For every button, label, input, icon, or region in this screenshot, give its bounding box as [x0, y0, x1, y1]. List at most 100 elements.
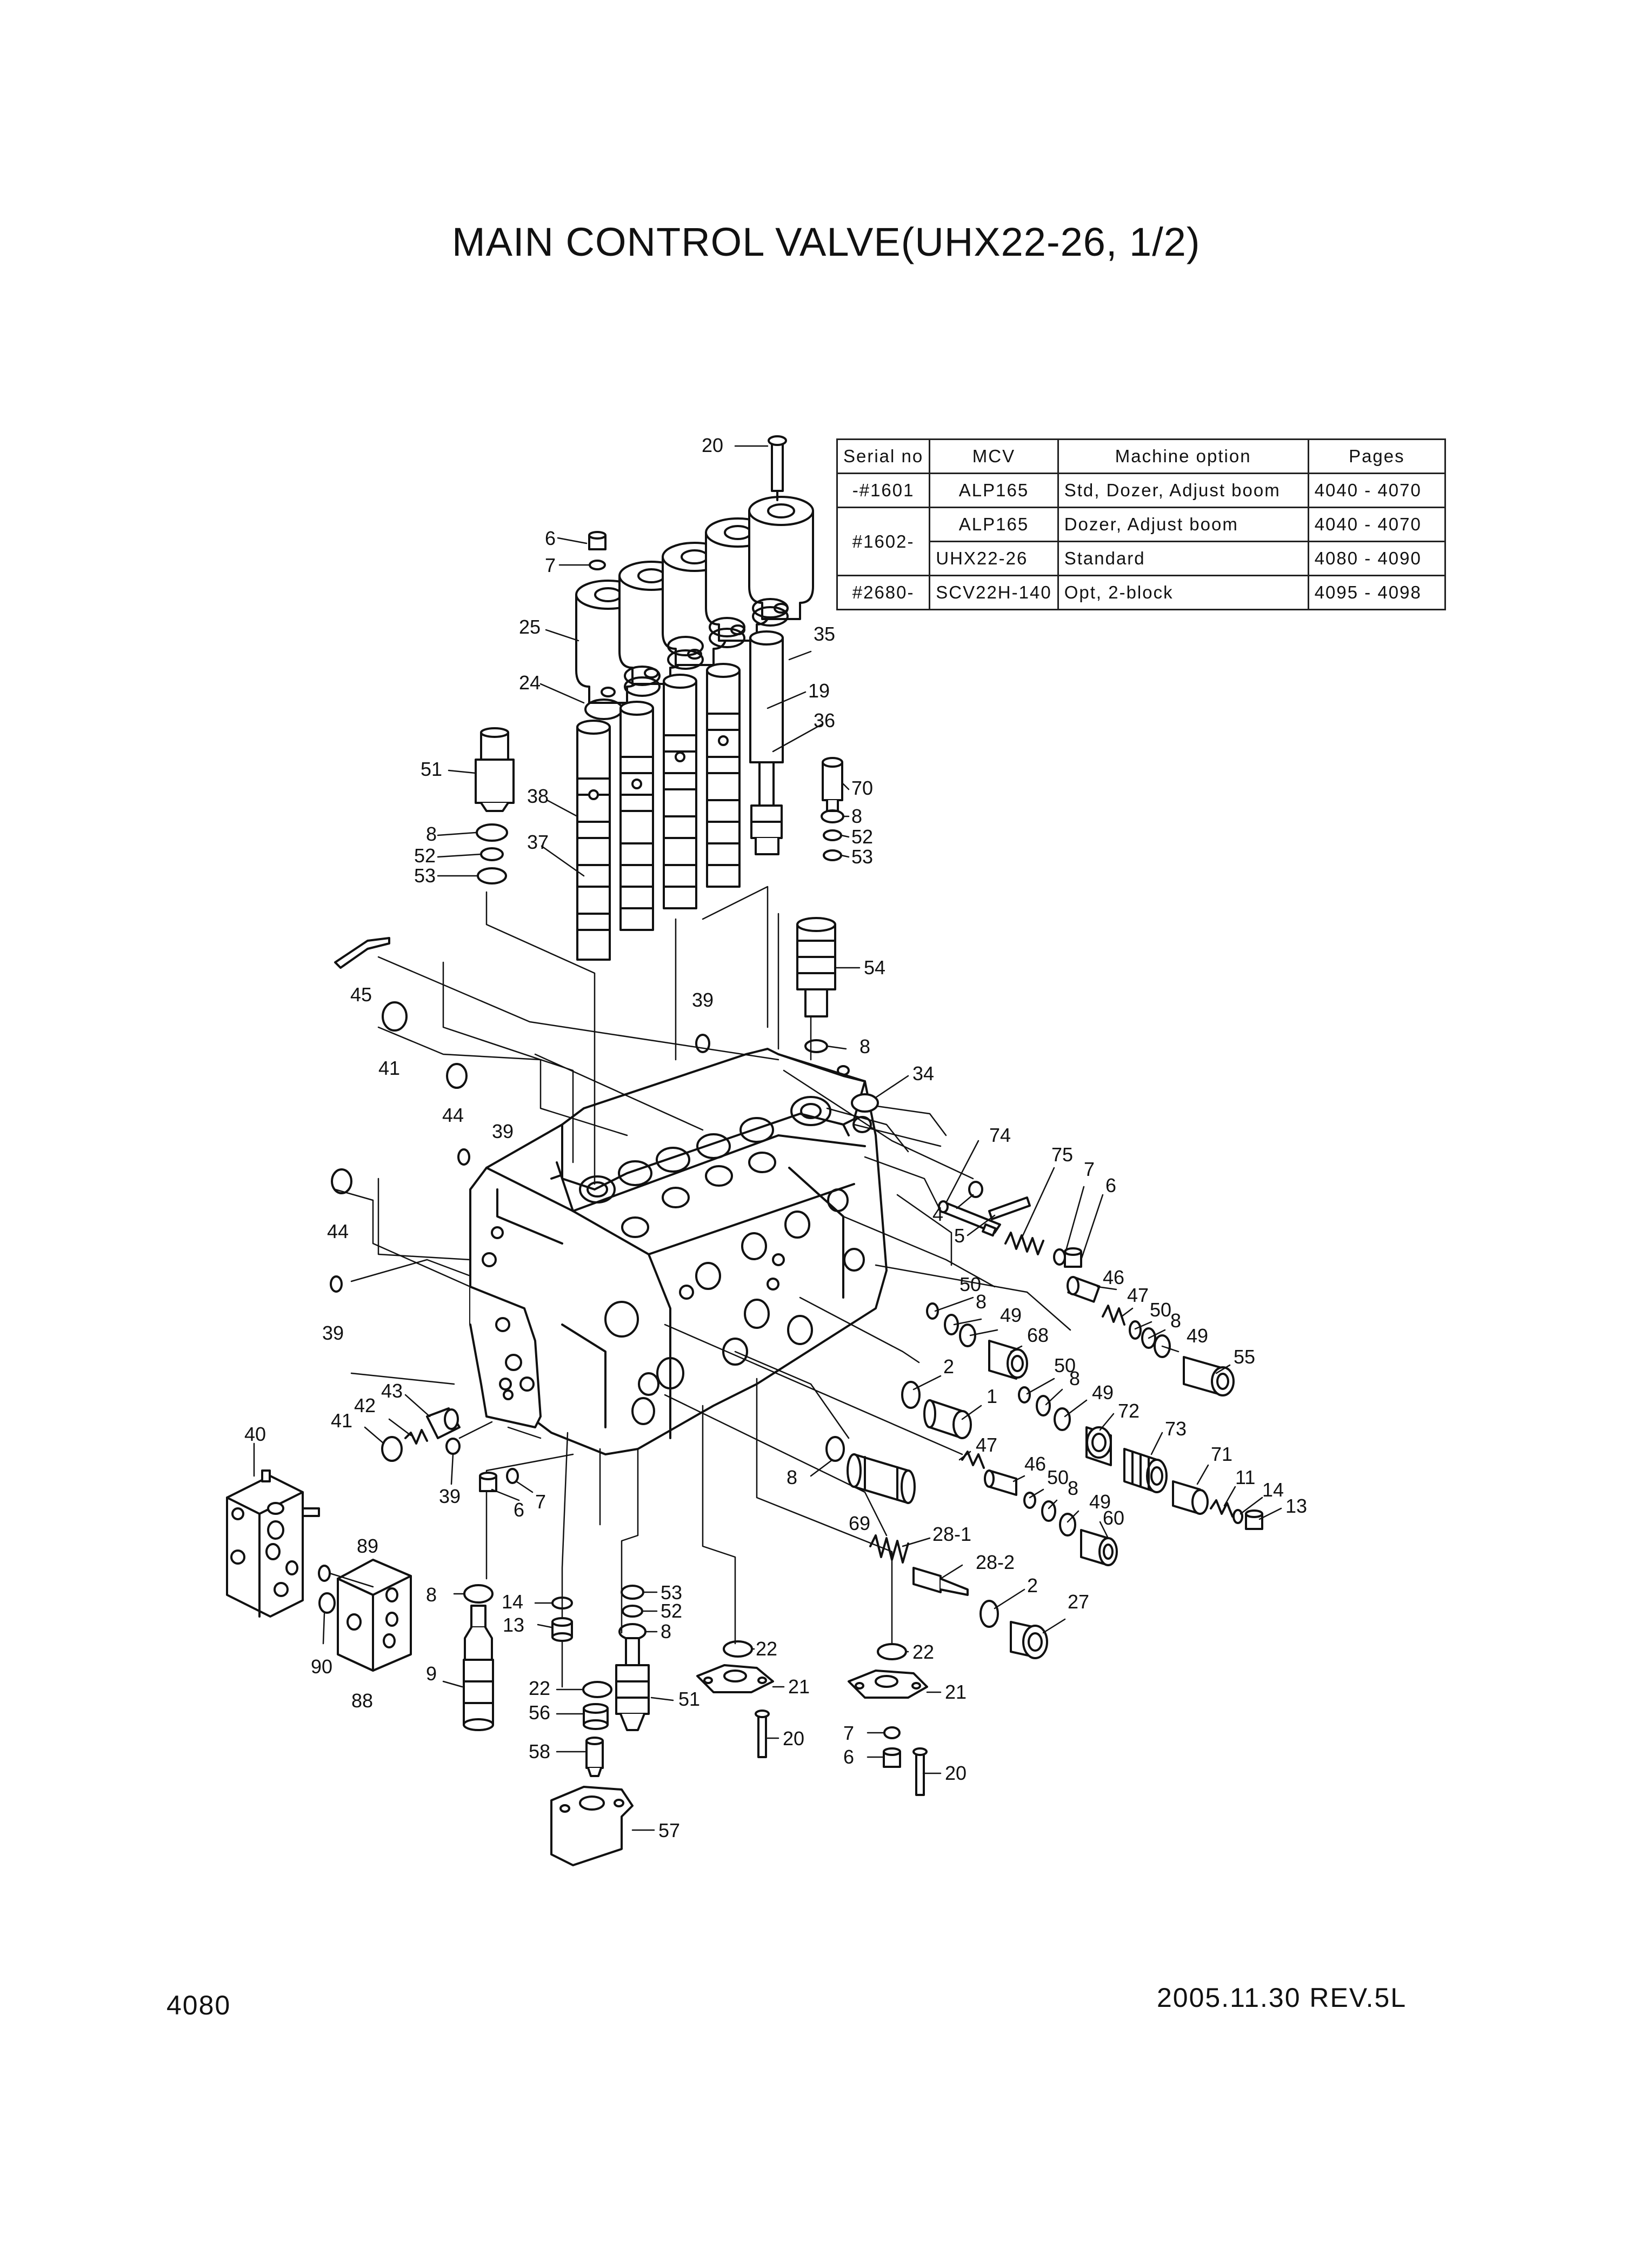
option-cell: Dozer, Adjust boom	[1057, 507, 1309, 542]
plug-1	[923, 1399, 972, 1439]
plug-56	[583, 1703, 609, 1730]
plug-6-b	[883, 1747, 901, 1768]
block-88	[337, 1559, 412, 1672]
callout-label: 8	[1069, 1367, 1080, 1389]
callout-label: 41	[331, 1409, 352, 1432]
oring-39-d	[445, 1438, 461, 1455]
callout-label: 39	[322, 1322, 344, 1344]
callout-label: 41	[378, 1057, 400, 1079]
o-rings-caps	[584, 598, 789, 720]
cover-21-b	[848, 1670, 928, 1699]
callout-label: 36	[814, 709, 835, 731]
mcv-cell: UHX22-26	[929, 541, 1059, 576]
callout-label: 2	[1027, 1574, 1038, 1597]
callout-label: 46	[1024, 1453, 1046, 1475]
callout-label: 5	[954, 1225, 965, 1247]
oring-90	[318, 1592, 336, 1614]
plug-13-b	[551, 1617, 573, 1642]
plug-68	[988, 1340, 1028, 1380]
ring-72	[1085, 1426, 1112, 1466]
callout-label: 49	[1089, 1491, 1111, 1513]
spring-42	[404, 1429, 428, 1445]
oring-22-c	[877, 1643, 907, 1660]
callout-leaders	[253, 445, 1282, 1831]
plug-60	[1080, 1529, 1118, 1566]
block-40	[226, 1469, 320, 1618]
callout-label: 22	[756, 1638, 777, 1660]
oring-7-right	[1053, 1248, 1066, 1266]
callout-label: 58	[529, 1740, 550, 1762]
page-number: 4080	[166, 1990, 231, 2020]
callout-label: 68	[1027, 1324, 1049, 1346]
oring-8-d	[825, 1436, 845, 1462]
page-title: MAIN CONTROL VALVE(UHX22-26, 1/2)	[452, 220, 1201, 264]
callout-label: 52	[661, 1600, 682, 1622]
pages-cell: 4040 - 4070	[1307, 507, 1447, 542]
callout-label: 6	[514, 1499, 524, 1521]
callout-label: 53	[414, 864, 436, 887]
callout-label: 47	[976, 1434, 997, 1456]
callout-label: 8	[1170, 1309, 1181, 1332]
oring-39-a	[695, 1034, 710, 1053]
valve-body	[469, 1048, 888, 1455]
callout-label: 54	[864, 956, 885, 979]
callout-label: 13	[503, 1614, 524, 1636]
callout-label: 73	[1165, 1418, 1187, 1440]
pin-58	[585, 1737, 604, 1777]
callout-label: 72	[1118, 1400, 1139, 1422]
callout-label: 14	[502, 1591, 523, 1613]
oring-41-top	[382, 1001, 408, 1032]
callout-label: 4	[932, 1203, 943, 1225]
callout-label: 6	[545, 527, 556, 549]
callout-label: 39	[439, 1485, 461, 1507]
oring-22-b	[723, 1640, 753, 1658]
callout-label: 56	[529, 1701, 550, 1724]
plug-71	[1172, 1480, 1209, 1515]
relief-valve-51-bottom	[615, 1637, 650, 1731]
callout-label: 8	[426, 823, 437, 845]
callout-label: 1	[987, 1385, 997, 1407]
callout-label: 52	[414, 844, 436, 867]
callout-label: 44	[327, 1220, 349, 1242]
mcv-cell: ALP165	[929, 507, 1059, 542]
callout-label: 51	[421, 758, 442, 780]
oring-52-b	[622, 1605, 643, 1618]
callout-label: 50	[1054, 1354, 1076, 1376]
assembly-lines	[334, 886, 1071, 1688]
cover-57	[550, 1786, 634, 1866]
callout-label: 50	[1150, 1299, 1171, 1321]
spool-caps	[575, 496, 814, 704]
plug-27	[1010, 1621, 1048, 1659]
serial-table: Serial no MCV Machine option Pages -#160…	[836, 438, 1447, 610]
callout-label: 88	[351, 1690, 373, 1712]
oring-50-b	[1018, 1386, 1031, 1404]
poppet-28-2	[912, 1567, 969, 1596]
cover-21-a	[696, 1664, 774, 1693]
callout-label: 39	[692, 989, 714, 1011]
callout-label: 8	[787, 1466, 797, 1488]
pages-cell: 4040 - 4070	[1307, 473, 1447, 508]
oring-53-b	[621, 1585, 644, 1600]
callout-labels: 20 6 7 25 24 35 19 36 51 38 37 8 52 53 7…	[244, 434, 1307, 1841]
callout-label: 46	[1103, 1266, 1124, 1288]
callout-label: 45	[350, 983, 372, 1006]
callout-label: 49	[1000, 1304, 1022, 1326]
oring-50-a	[926, 1302, 939, 1320]
callout-label: 24	[519, 671, 541, 694]
oring-7-left	[506, 1468, 519, 1484]
serial-cell: #1602-	[836, 507, 931, 576]
callout-label: 53	[661, 1581, 682, 1604]
oring-49-a	[959, 1323, 976, 1347]
oring-2-a	[901, 1381, 921, 1409]
plug-13-r	[1245, 1509, 1263, 1530]
spring-28-1	[869, 1534, 909, 1564]
oring-8-f	[618, 1623, 647, 1640]
callout-label: 8	[661, 1620, 671, 1642]
callout-label: 37	[527, 831, 549, 853]
oring-41-left	[381, 1436, 403, 1462]
oring-8-top	[804, 1039, 828, 1053]
oring-49-b	[1054, 1407, 1071, 1431]
oring-50-r	[1129, 1320, 1142, 1340]
callout-label: 40	[244, 1423, 266, 1445]
callout-label: 57	[658, 1819, 680, 1841]
